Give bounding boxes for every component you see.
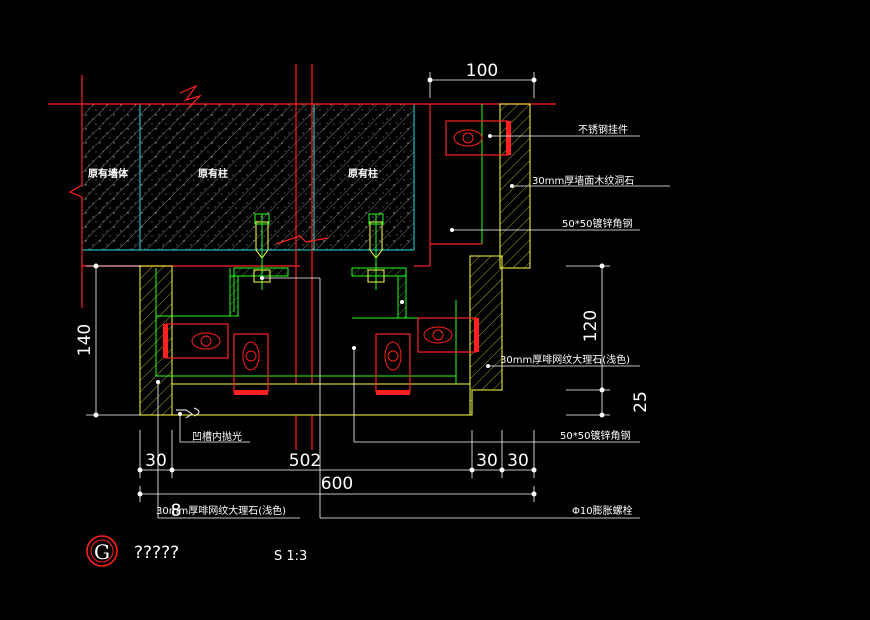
- title-scale: S 1:3: [274, 549, 307, 564]
- marble-cladding: [139, 255, 503, 416]
- stainless-pendants: [163, 120, 511, 395]
- leader-lines: [157, 135, 670, 519]
- groove-detail: [176, 407, 200, 419]
- pendant-top-right: [445, 120, 511, 156]
- annotation-texts: 原有墙体 原有柱 原有柱 不锈钢挂件 30mm厚墙面木纹洞石 50*50镀锌角钢…: [88, 123, 634, 517]
- existing-structure: [82, 104, 415, 251]
- label-existing-wall: 原有墙体: [88, 167, 129, 180]
- label-existing-column-2: 原有柱: [348, 167, 378, 180]
- dim-bottom-30-left: 30: [145, 451, 167, 471]
- title-circle: [86, 535, 118, 567]
- dim-right-120: 120: [581, 310, 601, 342]
- dimension-dots: [93, 77, 605, 497]
- dim-bottom-8: 8: [171, 501, 182, 521]
- dim-left-140: 140: [75, 324, 95, 356]
- pendant-right: [375, 317, 479, 395]
- title-name: ?????: [134, 543, 179, 563]
- angle-steel-frame: [155, 267, 457, 384]
- label-groove: 凹槽内抛光: [192, 430, 242, 443]
- dimension-texts: 100 140 120 25 30 502 30 30 600 8: [75, 61, 651, 521]
- label-bolt: Φ10膨胀螺栓: [572, 504, 633, 517]
- label-marble-bottom: 30mm厚啡网纹大理石(浅色): [156, 504, 286, 517]
- title-block: G ????? S 1:3: [86, 535, 307, 567]
- dim-bottom-502: 502: [289, 451, 321, 471]
- dim-right-25: 25: [631, 391, 651, 413]
- pendant-left: [163, 323, 269, 395]
- label-existing-column-1: 原有柱: [198, 167, 228, 180]
- dim-bottom-30-a: 30: [476, 451, 498, 471]
- label-pendant: 不锈钢挂件: [578, 123, 628, 136]
- label-angle-steel-bottom: 50*50镀锌角钢: [560, 429, 630, 442]
- dim-bottom-600: 600: [321, 474, 353, 494]
- dim-bottom-30-b: 30: [507, 451, 529, 471]
- leader-dots: [156, 134, 514, 416]
- label-angle-steel-top: 50*50镀锌角钢: [562, 217, 632, 230]
- label-marble-light: 30mm厚啡网纹大理石(浅色): [500, 353, 630, 366]
- title-symbol: G: [94, 540, 110, 564]
- dim-top-100: 100: [466, 61, 498, 81]
- label-wood-stone: 30mm厚墙面木纹洞石: [532, 174, 634, 187]
